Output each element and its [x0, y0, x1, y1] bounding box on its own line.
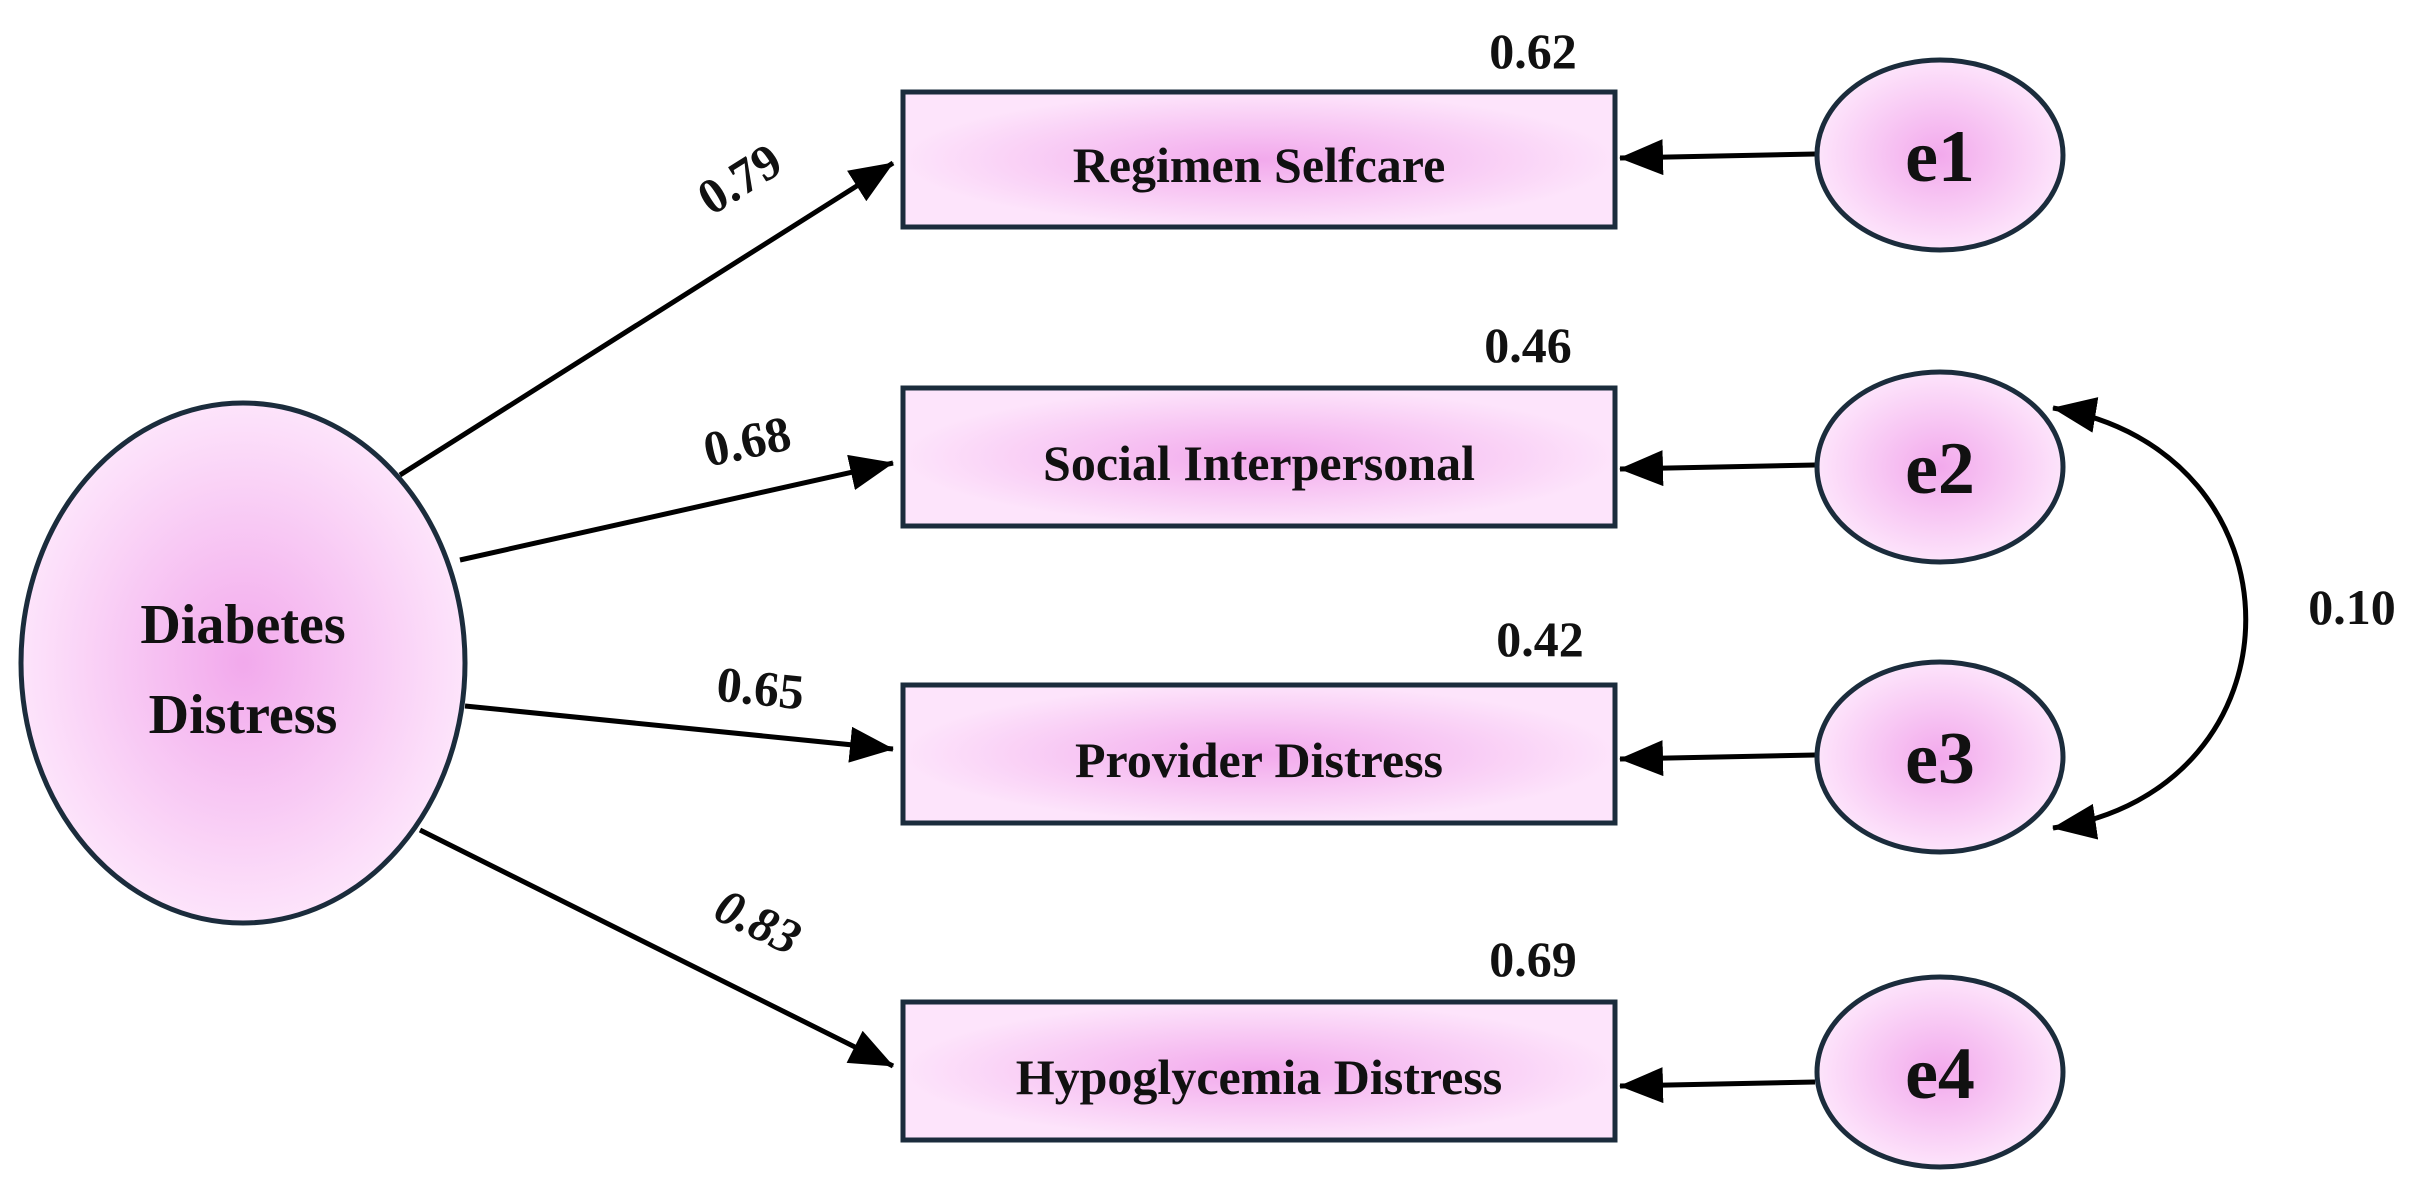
- indicator-label: Social Interpersonal: [1043, 435, 1475, 491]
- r2-value-hypoglycemia: 0.69: [1489, 931, 1577, 987]
- indicator-label: Regimen Selfcare: [1073, 137, 1446, 193]
- indicator-social-interpersonal: Social Interpersonal: [900, 385, 1618, 529]
- loading-value-regimen: 0.79: [687, 132, 791, 226]
- indicator-provider-distress: Provider Distress: [900, 682, 1618, 826]
- loading-path-social: [459, 454, 894, 563]
- error-e2: e2: [1814, 369, 2066, 565]
- covariance-value: 0.10: [2308, 579, 2396, 635]
- loading-value-social: 0.68: [698, 405, 795, 478]
- error-e3: e3: [1814, 659, 2066, 855]
- latent-label-line1: Diabetes: [140, 594, 345, 656]
- covariance-arc-e2-e3: [2052, 397, 2249, 840]
- loading-value-hypoglycemia: 0.83: [707, 877, 810, 966]
- latent-diabetes-distress: Diabetes Distress: [18, 400, 468, 926]
- r2-value-provider: 0.42: [1496, 611, 1584, 667]
- loading-path-hypoglycemia: [418, 827, 895, 1069]
- error-label: e1: [1905, 116, 1975, 198]
- error-e1: e1: [1814, 57, 2066, 253]
- r2-value-regimen: 0.62: [1489, 23, 1577, 79]
- loading-path-provider: [464, 703, 894, 763]
- indicator-regimen-selfcare: Regimen Selfcare: [900, 89, 1618, 230]
- error-label: e2: [1905, 428, 1975, 510]
- error-e4: e4: [1814, 974, 2066, 1170]
- indicator-label: Provider Distress: [1075, 732, 1443, 788]
- error-path-e4: [1619, 1067, 1816, 1104]
- r2-value-social: 0.46: [1484, 317, 1572, 373]
- error-label: e3: [1905, 718, 1975, 800]
- indicator-hypoglycemia-distress: Hypoglycemia Distress: [900, 999, 1618, 1143]
- loading-path-regimen: [398, 160, 895, 478]
- error-path-e1: [1619, 139, 1816, 176]
- latent-label-line2: Distress: [149, 684, 338, 746]
- indicator-label: Hypoglycemia Distress: [1016, 1049, 1503, 1105]
- loading-value-provider: 0.65: [714, 656, 807, 721]
- error-path-e3: [1619, 740, 1816, 777]
- error-path-e2: [1619, 450, 1816, 487]
- error-label: e4: [1905, 1033, 1975, 1115]
